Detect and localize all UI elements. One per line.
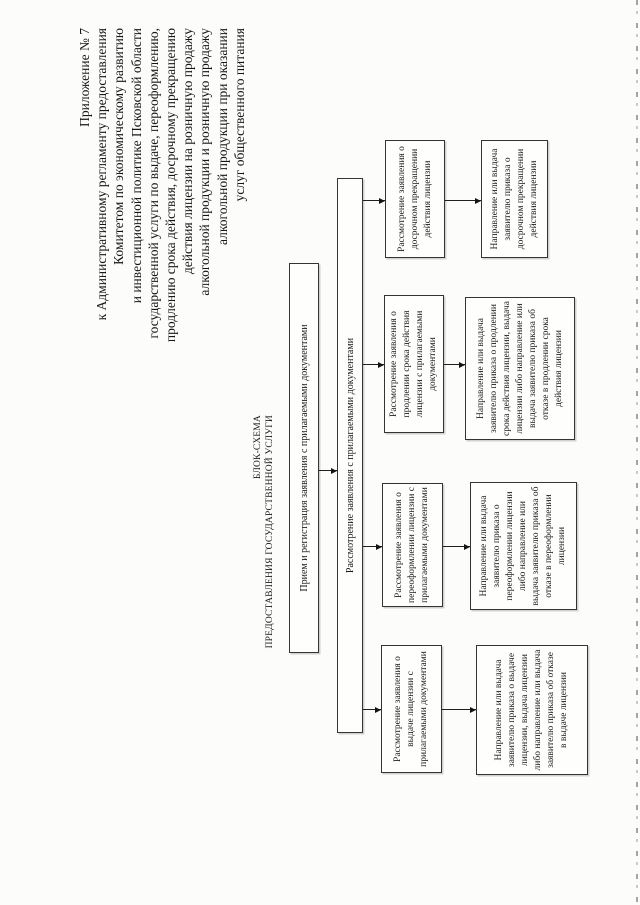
flow-arrow-reissue-outcome (443, 545, 470, 547)
review-box-license-reissue: Рассмотрение заявления о переоформлении … (382, 483, 443, 607)
appendix-header-line: государственной услуги по выдаче, переоф… (145, 28, 161, 339)
appendix-header-line: к Административному регламенту предостав… (94, 28, 110, 321)
flow-arrow-to-issue-review (363, 708, 381, 710)
outcome-box-license-extension: Направление или выдача заявителю приказа… (465, 297, 575, 440)
flowchart-title-line2: ПРЕДОСТАВЛЕНИЯ ГОСУДАРСТВЕННОЙ УСЛУГИ (265, 415, 275, 649)
appendix-header-line: алкогольной продукции и розничную продаж… (197, 28, 213, 296)
appendix-header-line: алкогольной продукции при оказании (214, 28, 230, 245)
review-box-early-termination: Рассмотрение заявления о досрочном прекр… (385, 140, 445, 258)
appendix-header-line: продлению срока действия, досрочному пре… (163, 28, 179, 343)
flowchart-title-line1: БЛОК-СХЕМА (253, 415, 263, 480)
flow-arrow-to-extension-review (363, 363, 384, 365)
appendix-header-line: действия лицензии на розничную продажу (180, 28, 196, 275)
appendix-header-line: и инвестиционной политике Псковской обла… (128, 28, 144, 304)
outcome-box-license-issue: Направление или выдача заявителю приказа… (476, 645, 588, 775)
appendix-header-line: Приложение № 7 (77, 28, 92, 127)
page-edge-artifact (636, 0, 638, 905)
review-box-license-extension: Рассмотрение заявления о продлении срока… (384, 295, 444, 433)
review-box-license-issue: Рассмотрение заявления о выдаче лицензии… (381, 645, 442, 773)
review-box-license-reissue-label: Рассмотрение заявления о переоформлении … (394, 487, 430, 603)
review-box-license-issue-label: Рассмотрение заявления о выдаче лицензии… (393, 651, 429, 767)
intake-box-label: Прием и регистрация заявления с прилагае… (298, 324, 310, 592)
flow-arrow-to-termination-review (363, 199, 385, 201)
flow-arrow-to-reissue-review (363, 545, 382, 547)
outcome-box-license-reissue-label: Направление или выдача заявителю приказа… (479, 486, 567, 606)
appendix-header-line: услуг общественного питания (231, 28, 247, 202)
review-band: Рассмотрение заявления с прилагаемыми до… (337, 178, 363, 733)
flow-arrow-extension-outcome (444, 363, 465, 365)
outcome-box-license-reissue: Направление или выдача заявителю приказа… (470, 482, 577, 610)
flow-arrow-termination-outcome (445, 199, 481, 201)
review-box-license-extension-label: Рассмотрение заявления о продлении срока… (389, 310, 438, 418)
intake-box: Прием и регистрация заявления с прилагае… (289, 263, 319, 653)
flow-arrow-intake-to-review (319, 469, 337, 471)
flowchart-title: БЛОК-СХЕМА ПРЕДОСТАВЛЕНИЯ ГОСУДАРСТВЕННО… (252, 415, 276, 665)
appendix-header-line: Комитетом по экономическому развитию (111, 28, 127, 265)
flow-arrow-issue-outcome (442, 708, 476, 710)
outcome-box-early-termination-label: Направление или выдача заявителю приказа… (489, 148, 539, 250)
outcome-box-license-extension-label: Направление или выдача заявителю приказа… (475, 300, 564, 436)
outcome-box-early-termination: Направление или выдача заявителю приказа… (481, 140, 548, 258)
outcome-box-license-issue-label: Направление или выдача заявителю приказа… (494, 649, 569, 771)
appendix-header: Приложение № 7 к Административному регла… (76, 28, 248, 498)
review-box-early-termination-label: Рассмотрение заявления о досрочном прекр… (396, 146, 433, 252)
review-band-label: Рассмотрение заявления с прилагаемыми до… (344, 337, 356, 574)
